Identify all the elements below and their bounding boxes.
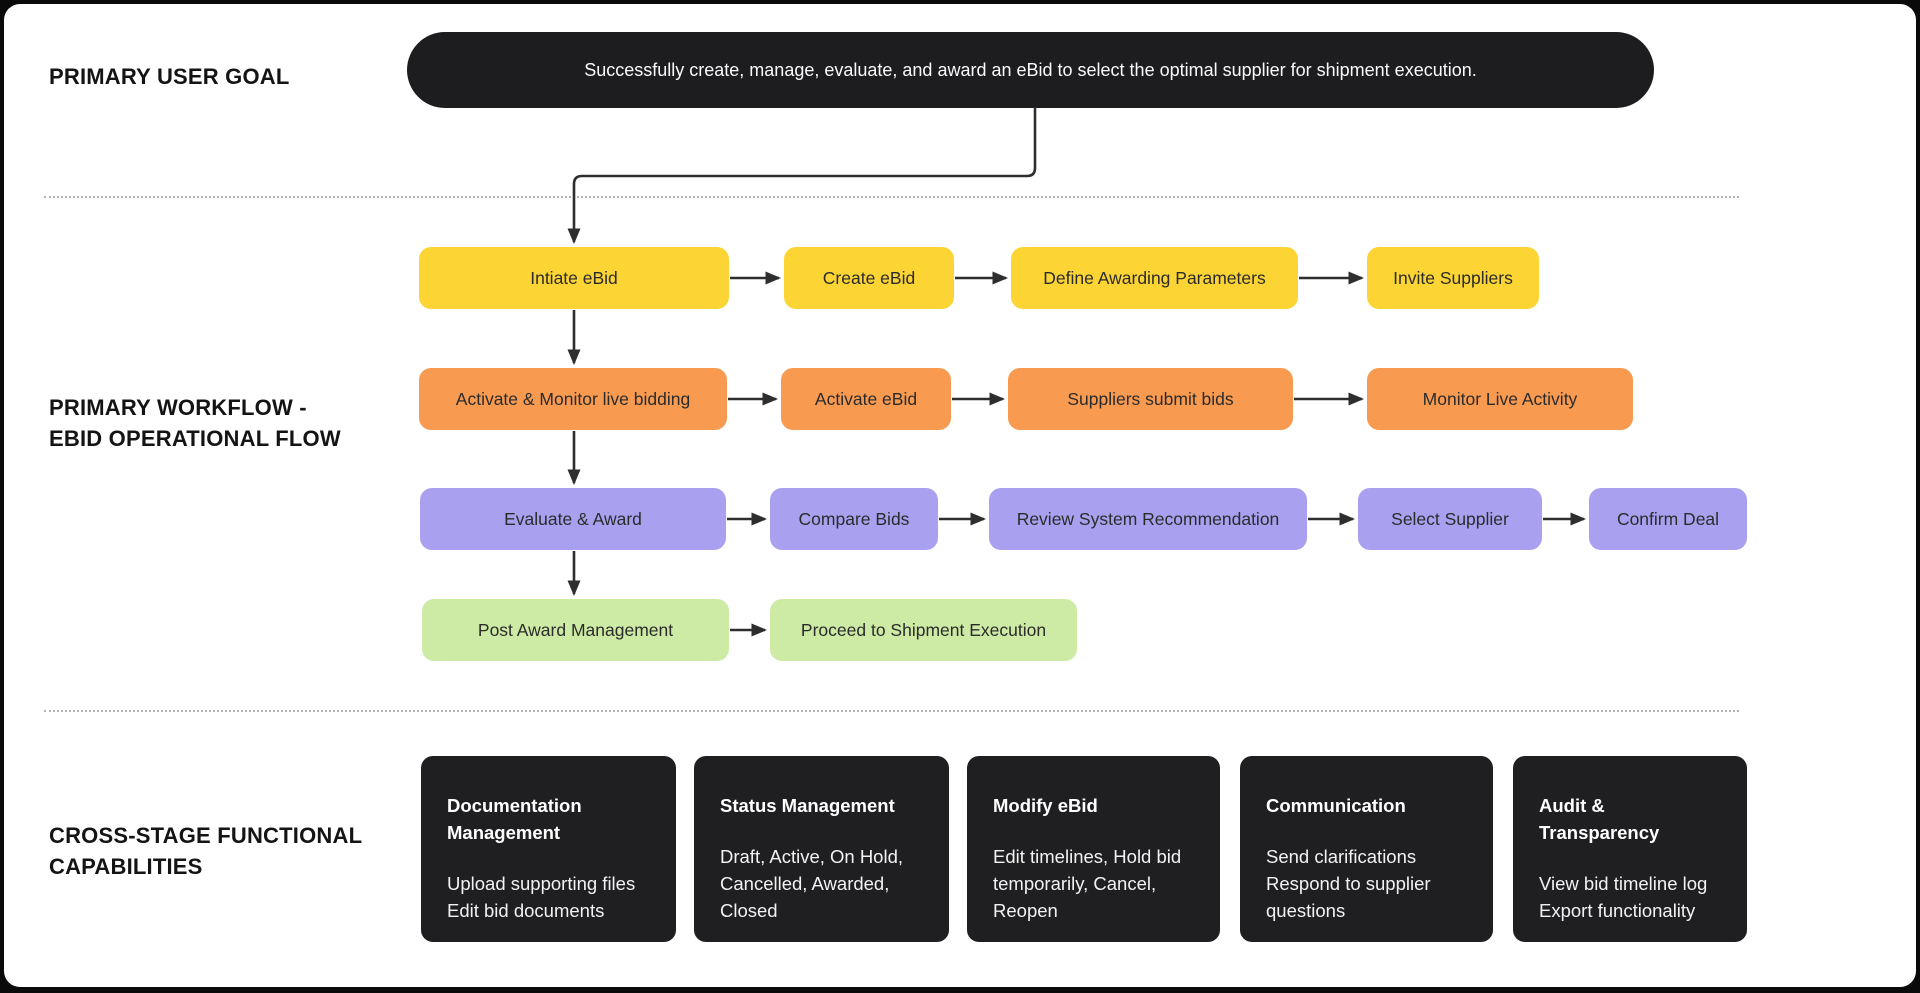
divider-workflow-capabilities [44, 710, 1739, 712]
step-create-ebid: Create eBid [784, 247, 954, 309]
step-suppliers-submit-bids: Suppliers submit bids [1008, 368, 1293, 430]
step-monitor-live-activity: Monitor Live Activity [1367, 368, 1633, 430]
step-confirm-deal: Confirm Deal [1589, 488, 1747, 550]
step-activate-ebid: Activate eBid [781, 368, 951, 430]
step-post-award-management: Post Award Management [422, 599, 729, 661]
card-title: Documentation Management [447, 795, 582, 843]
card-title: Modify eBid [993, 795, 1098, 816]
card-body: Upload supporting files Edit bid documen… [447, 873, 636, 921]
step-define-awarding-parameters: Define Awarding Parameters [1011, 247, 1298, 309]
step-proceed-to-shipment-execution: Proceed to Shipment Execution [770, 599, 1077, 661]
step-select-supplier: Select Supplier [1358, 488, 1542, 550]
capability-card-documentation-management: Documentation Management Upload supporti… [421, 756, 676, 942]
diagram-canvas: PRIMARY USER GOAL PRIMARY WORKFLOW - EBI… [4, 4, 1916, 987]
primary-user-goal-pill: Successfully create, manage, evaluate, a… [407, 32, 1654, 108]
capability-card-status-management: Status Management Draft, Active, On Hold… [694, 756, 949, 942]
primary-user-goal-text: Successfully create, manage, evaluate, a… [584, 59, 1477, 80]
capability-card-modify-ebid: Modify eBid Edit timelines, Hold bid tem… [967, 756, 1220, 942]
connector-goal-to-initiate [567, 107, 1037, 245]
step-review-system-recommendation: Review System Recommendation [989, 488, 1307, 550]
section-label-cross-stage-capabilities: CROSS-STAGE FUNCTIONAL CAPABILITIES [49, 823, 363, 879]
step-evaluate-award: Evaluate & Award [420, 488, 726, 550]
step-activate-monitor-live-bidding: Activate & Monitor live bidding [419, 368, 727, 430]
step-compare-bids: Compare Bids [770, 488, 938, 550]
capability-card-audit-transparency: Audit & Transparency View bid timeline l… [1513, 756, 1747, 942]
card-body: Send clarifications Respond to supplier … [1266, 846, 1431, 921]
card-title: Status Management [720, 795, 895, 816]
divider-goal-workflow [44, 196, 1739, 198]
capability-card-communication: Communication Send clarifications Respon… [1240, 756, 1493, 942]
section-label-primary-workflow: PRIMARY WORKFLOW - EBID OPERATIONAL FLOW [49, 395, 341, 451]
section-label-primary-user-goal: PRIMARY USER GOAL [49, 64, 290, 89]
card-title: Audit & Transparency [1539, 795, 1660, 843]
card-body: View bid timeline log Export functionali… [1539, 873, 1708, 921]
card-body: Edit timelines, Hold bid temporarily, Ca… [993, 846, 1182, 921]
step-invite-suppliers: Invite Suppliers [1367, 247, 1539, 309]
card-body: Draft, Active, On Hold, Cancelled, Award… [720, 846, 904, 921]
card-title: Communication [1266, 795, 1406, 816]
step-intiate-ebid: Intiate eBid [419, 247, 729, 309]
